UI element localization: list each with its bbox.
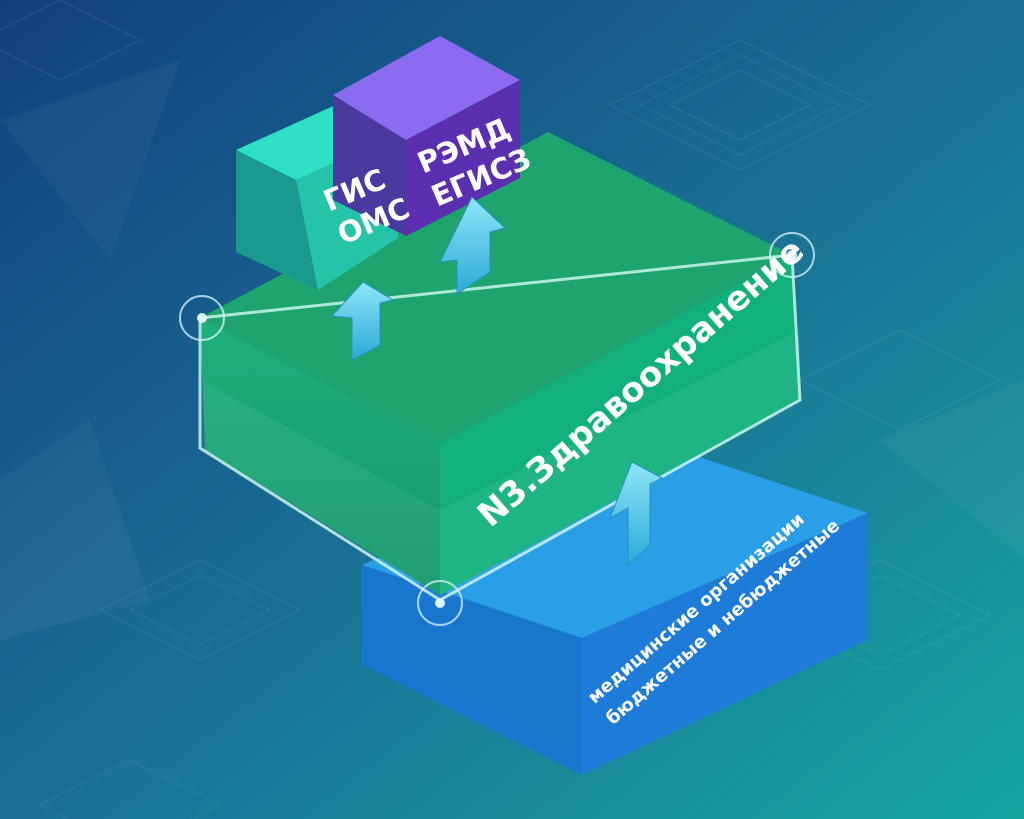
med-orgs-box [362,440,868,775]
remd-egisz-front [333,95,406,236]
target-ring-icon [769,232,815,278]
remd-egisz-box [333,36,520,236]
med-orgs-top [362,440,868,638]
n3-side [440,255,800,595]
background-shards [0,60,1024,640]
med-orgs-side [582,513,868,775]
n3-glass-highlight [200,330,800,600]
target-ring-icon [417,580,463,626]
gis-oms-front [236,150,318,290]
up-arrow-icon [330,281,395,361]
remd-egisz-side [406,80,520,236]
target-ring-icon [179,295,225,341]
n3-front [200,318,440,595]
up-arrow-icon [609,461,664,567]
remd-egisz-top [333,36,520,140]
med-orgs-front [362,565,582,775]
up-arrow-icon [439,196,506,295]
